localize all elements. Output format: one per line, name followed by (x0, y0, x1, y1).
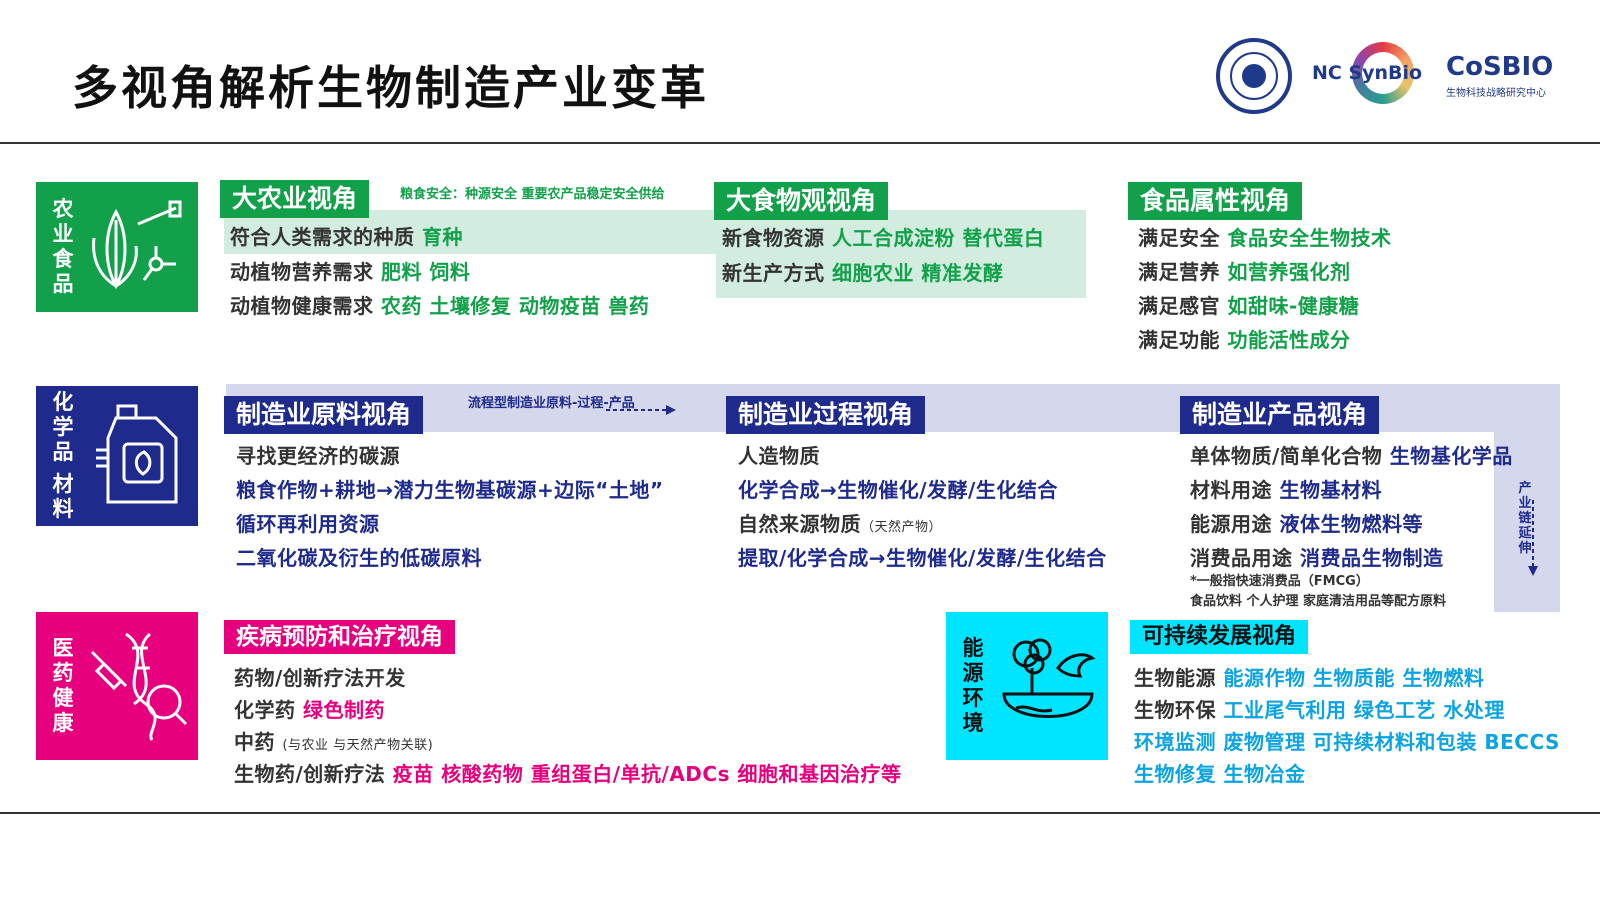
category-agri-label: 农业食品 (52, 196, 74, 297)
food-attr-heading: 食品属性视角 (1128, 182, 1303, 220)
category-energy-label: 能源环境 (962, 635, 984, 736)
category-chem-materials: 化学品材料 (36, 386, 198, 526)
chem-product-line-3: 能源用途 液体生物燃料等 (1190, 512, 1423, 536)
top-divider (0, 142, 1600, 144)
page-title: 多视角解析生物制造产业变革 (72, 61, 709, 115)
energy-heading: 可持续发展视角 (1130, 620, 1309, 654)
earth-tree-dove-icon (1002, 638, 1096, 718)
big-agri-heading: 大农业视角 (220, 180, 370, 218)
chem-product-footnote-2: 食品饮料 个人护理 家庭清洁用品等配方原料 (1190, 594, 1447, 609)
food-attr-line-2: 满足营养 如营养强化剂 (1138, 260, 1351, 284)
corn-microscope-icon (92, 200, 182, 290)
chem-product-footnote-1: *一般指快速消费品（FMCG） (1190, 574, 1369, 589)
big-food-shade (716, 210, 1086, 298)
category-med-label: 医药健康 (52, 635, 74, 736)
energy-line-2: 生物环保 工业尾气利用 绿色工艺 水处理 (1134, 698, 1505, 722)
chem-raw-line-4: 二氧化碳及衍生的低碳原料 (236, 546, 482, 570)
big-agri-line-2: 动植物营养需求 肥料 饲料 (230, 260, 471, 284)
chain-down-arrow-icon (1528, 500, 1538, 576)
chem-process-line-2: 化学合成→生物催化/发酵/生化结合 (738, 478, 1058, 502)
med-heading: 疾病预防和治疗视角 (224, 620, 455, 654)
med-line-4: 生物药/创新疗法 疫苗 核酸药物 重组蛋白/单抗/ADCs 细胞和基因治疗等 (234, 762, 902, 786)
med-line-2: 化学药 绿色制药 (234, 698, 385, 722)
category-chem-label: 化学品材料 (52, 390, 74, 521)
seal-inner-ring (1230, 52, 1278, 100)
category-energy-env: 能源环境 (946, 612, 1108, 760)
chem-raw-note: 流程型制造业原料-过程-产品 (468, 396, 635, 411)
big-food-heading: 大食物观视角 (714, 182, 889, 220)
syringe-dna-icon (90, 632, 188, 741)
big-food-line-2: 新生产方式 细胞农业 精准发酵 (722, 261, 1004, 285)
chem-raw-heading: 制造业原料视角 (224, 396, 424, 434)
big-agri-note: 粮食安全：种源安全 重要农产品稳定安全供给 (400, 187, 665, 202)
chem-process-line-4: 提取/化学合成→生物催化/发酵/生化结合 (738, 546, 1107, 570)
chem-process-heading: 制造业过程视角 (726, 396, 926, 434)
energy-line-4: 生物修复 生物冶金 (1134, 762, 1306, 786)
nc-synbio-logo: NC SynBio (1312, 42, 1428, 106)
cosbio-subtitle: 生物科技战略研究中心 (1446, 88, 1546, 99)
chem-product-heading: 制造业产品视角 (1180, 396, 1380, 434)
industry-chain-label: 产业链延伸 (1518, 481, 1532, 556)
med-line-1: 药物/创新疗法开发 (234, 666, 406, 690)
nc-synbio-text: NC SynBio (1312, 62, 1423, 84)
food-attr-line-4: 满足功能 功能活性成分 (1138, 328, 1351, 352)
chem-chain-shade (1494, 384, 1560, 612)
seal-core (1242, 64, 1266, 88)
chem-process-line-1: 人造物质 (738, 444, 820, 468)
chem-product-line-4: 消费品用途 消费品生物制造 (1190, 546, 1444, 570)
food-attr-line-1: 满足安全 食品安全生物技术 (1138, 226, 1392, 250)
big-agri-line-3: 动植物健康需求 农药 土壤修复 动物疫苗 兽药 (230, 294, 650, 318)
flow-arrow-icon (606, 405, 676, 415)
chem-product-line-2: 材料用途 生物基材料 (1190, 478, 1382, 502)
bottom-divider (0, 812, 1600, 814)
university-seal-logo (1216, 38, 1292, 114)
category-med-health: 医药健康 (36, 612, 198, 760)
energy-line-3: 环境监测 废物管理 可持续材料和包装 BECCS (1134, 730, 1560, 754)
chem-product-line-1: 单体物质/简单化合物 生物基化学品 (1190, 444, 1513, 468)
chem-process-line-3: 自然来源物质（天然产物） (738, 512, 943, 536)
category-agri-food: 农业食品 (36, 182, 198, 312)
med-line-3: 中药 (与农业 与天然产物关联) (234, 730, 434, 754)
food-attr-line-3: 满足感官 如甜味-健康糖 (1138, 294, 1360, 318)
energy-line-1: 生物能源 能源作物 生物质能 生物燃料 (1134, 666, 1485, 690)
jerrycan-leaf-icon (96, 404, 178, 504)
chem-raw-line-3: 循环再利用资源 (236, 512, 380, 536)
big-agri-line-1: 符合人类需求的种质 育种 (230, 225, 463, 249)
big-food-line-1: 新食物资源 人工合成淀粉 替代蛋白 (722, 226, 1045, 250)
cosbio-text: CoSBIO (1446, 52, 1554, 82)
chem-raw-line-2: 粮食作物+耕地→潜力生物基碳源+边际“土地” (236, 478, 664, 502)
cosbio-logo: CoSBIO 生物科技战略研究中心 (1446, 52, 1558, 108)
chem-raw-line-1: 寻找更经济的碳源 (236, 444, 400, 468)
